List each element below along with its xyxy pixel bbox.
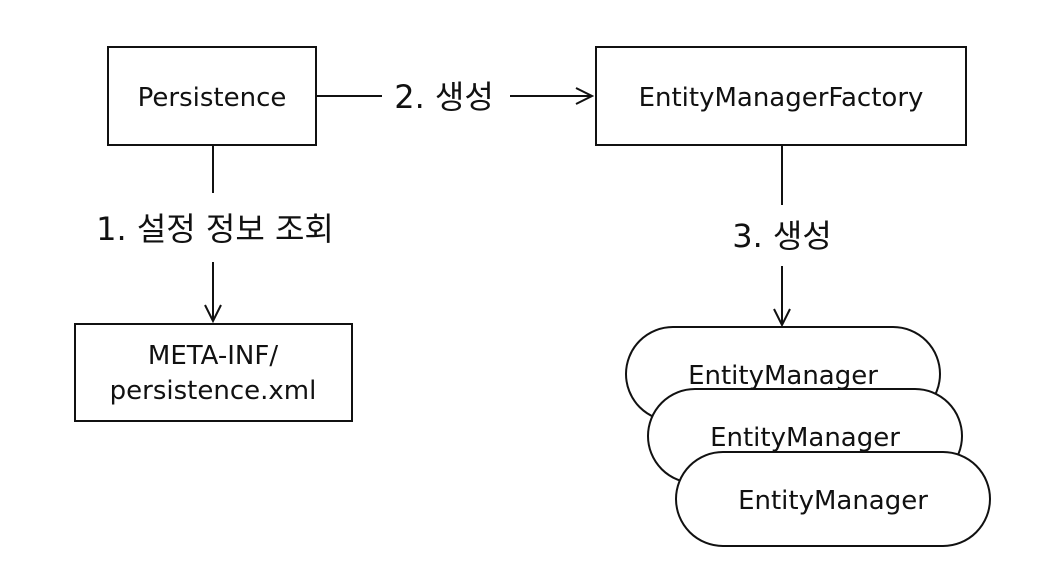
edge-create-factory-label: 2. 생성	[394, 78, 494, 116]
config-file-label-line1: META-INF/	[148, 341, 278, 371]
edge-read-config: 1. 설정 정보 조회	[96, 145, 334, 321]
persistence-node: Persistence	[107, 46, 317, 146]
entity-manager-label: EntityManager	[688, 361, 878, 391]
config-file-label-line2: persistence.xml	[110, 376, 317, 406]
persistence-label: Persistence	[138, 83, 287, 113]
config-file-node: META-INF/ persistence.xml	[74, 323, 353, 422]
edge-create-manager: 3. 생성	[732, 145, 832, 325]
edge-create-factory: 2. 생성	[316, 78, 592, 116]
edge-create-manager-label: 3. 생성	[732, 217, 832, 255]
entity-manager-node: EntityManager	[675, 451, 991, 547]
entity-manager-stack: EntityManager EntityManager EntityManage…	[625, 326, 991, 547]
factory-node: EntityManagerFactory	[595, 46, 967, 146]
factory-label: EntityManagerFactory	[639, 83, 924, 113]
edge-read-config-label: 1. 설정 정보 조회	[96, 210, 334, 248]
entity-manager-label: EntityManager	[710, 423, 900, 453]
entity-manager-label: EntityManager	[738, 486, 928, 516]
